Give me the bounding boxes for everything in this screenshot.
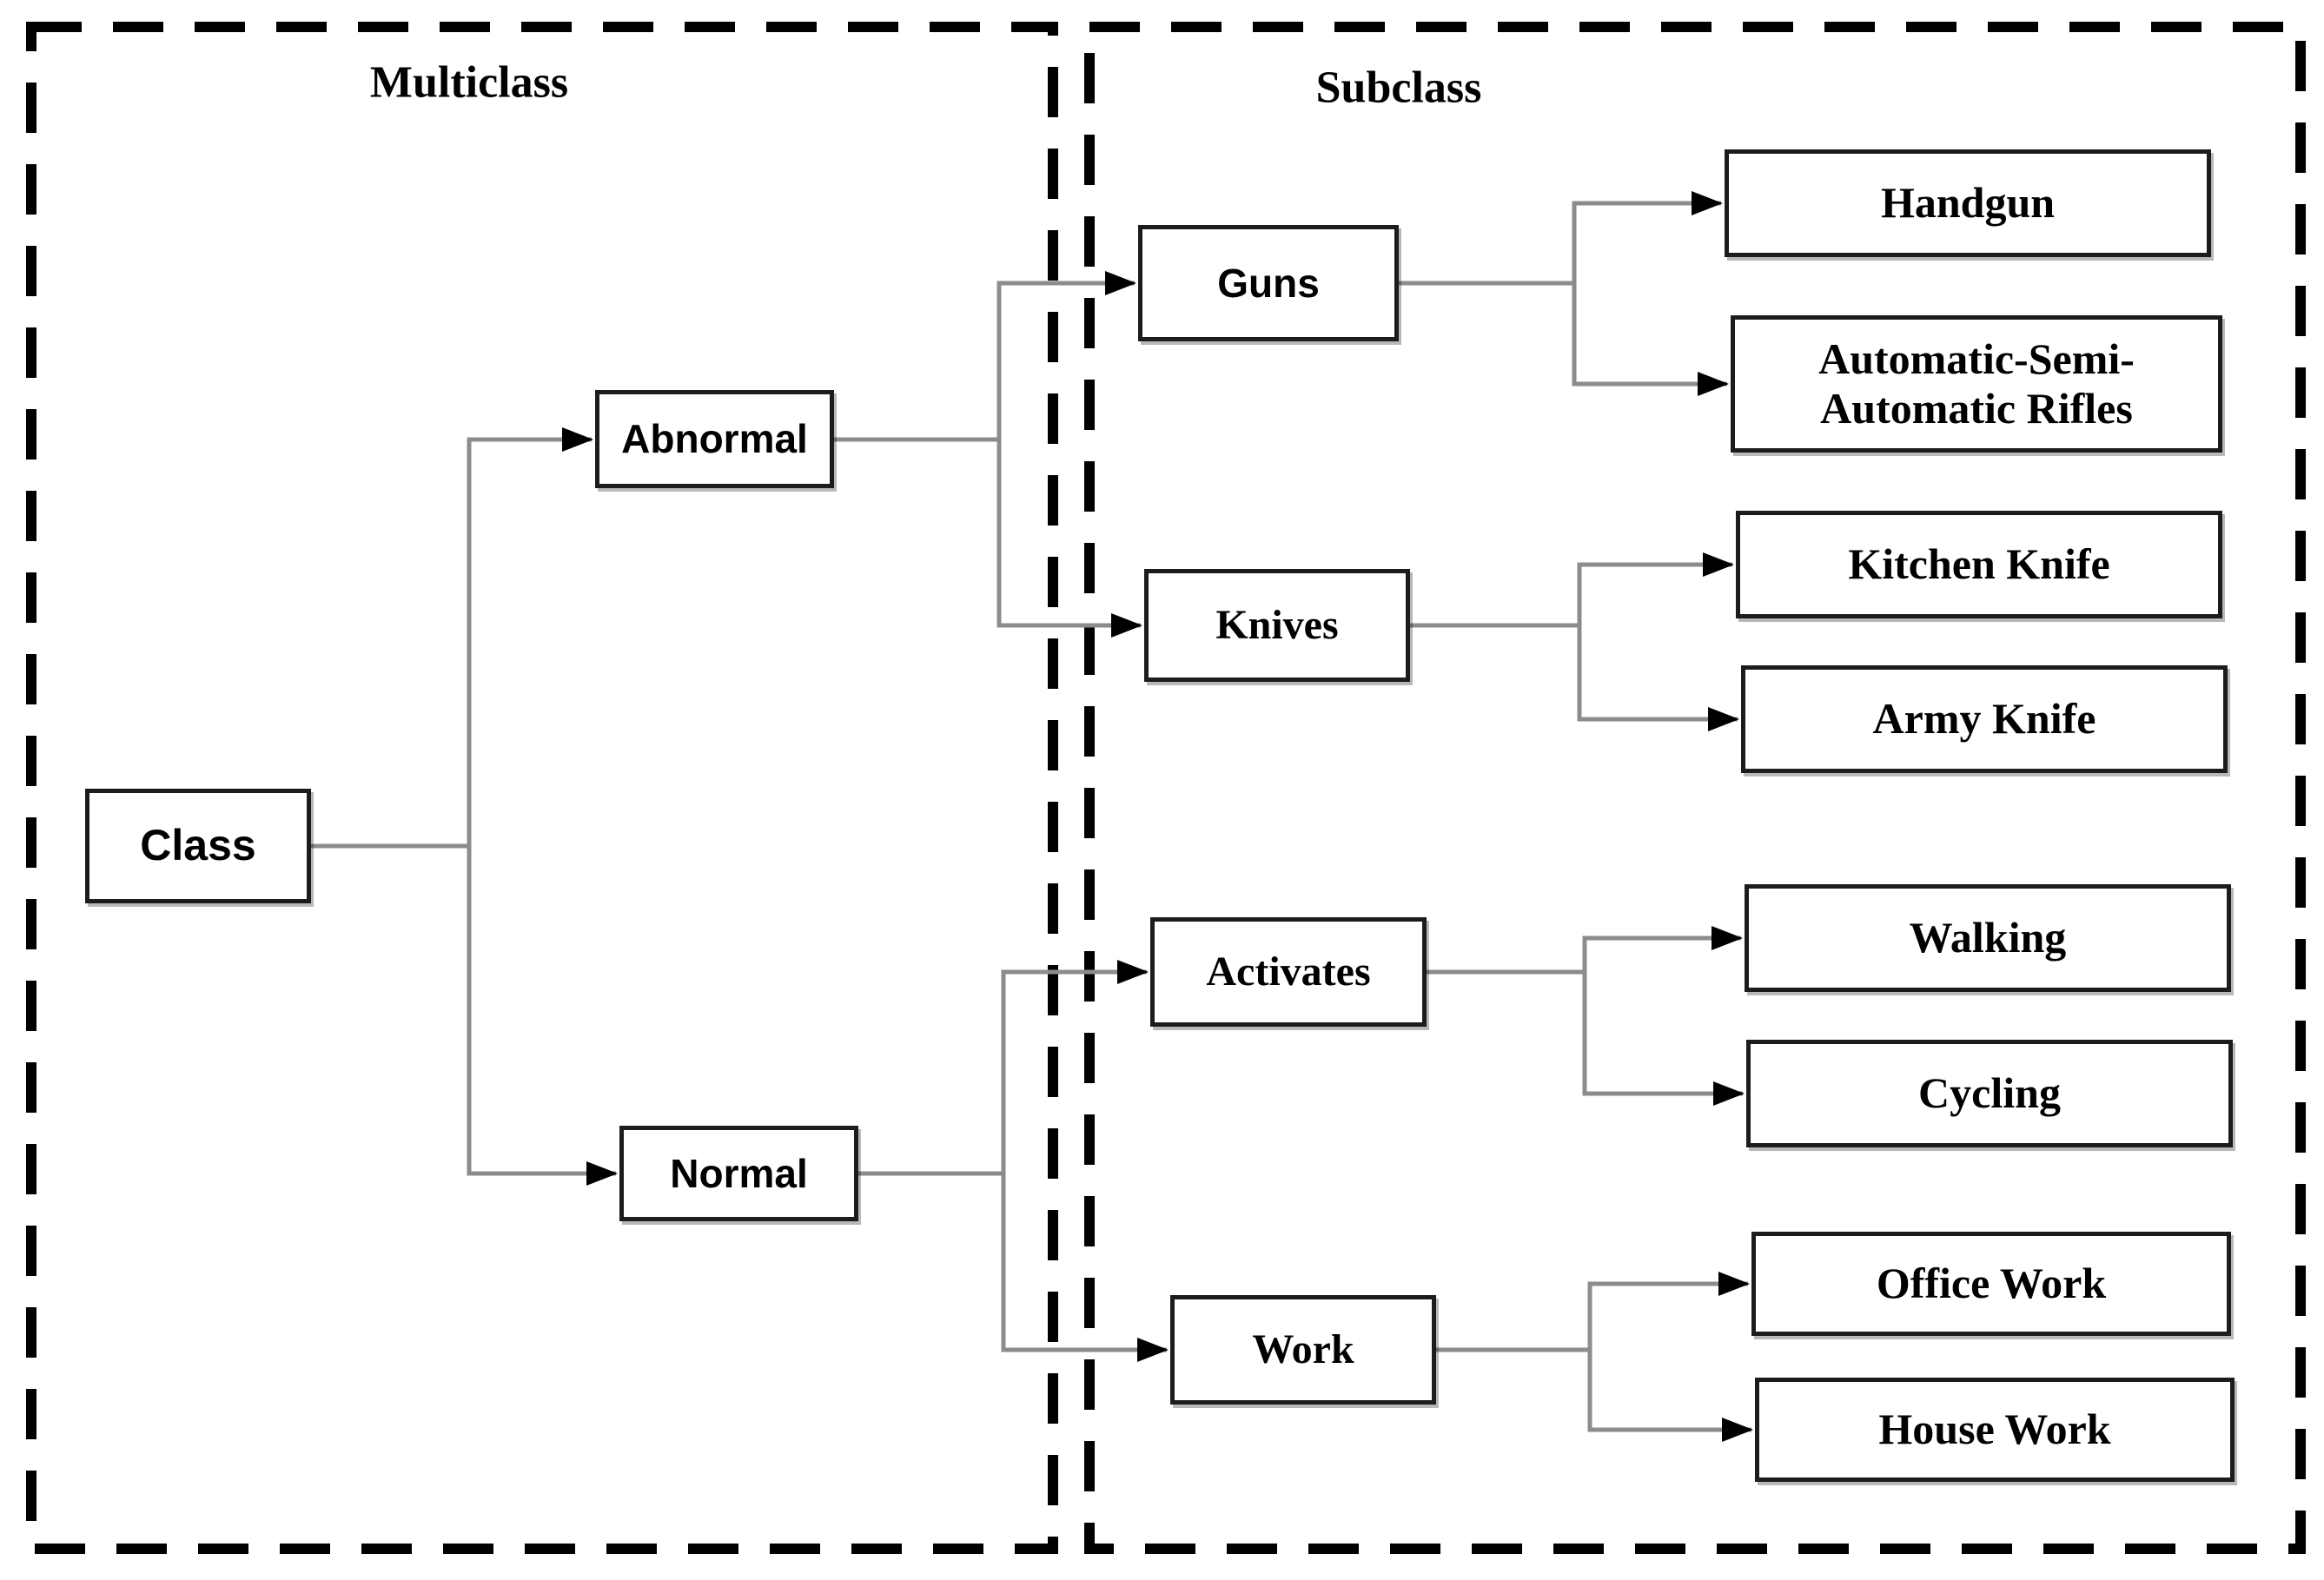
- edge-knives-kitchen-knife: [1410, 552, 1734, 628]
- edge-abnormal-guns: [834, 271, 1136, 442]
- subclass-panel-title: Subclass: [1315, 63, 1482, 113]
- node-normal: Normal: [619, 1126, 858, 1221]
- edge-class-abnormal: [311, 427, 593, 849]
- rifles-label: Automatic-Semi- Automatic Rifles: [1818, 334, 2135, 434]
- node-walking: Walking: [1745, 884, 2231, 992]
- node-office-work: Office Work: [1751, 1232, 2231, 1336]
- node-knives: Knives: [1144, 569, 1410, 682]
- node-work: Work: [1170, 1295, 1436, 1405]
- edge-guns-rifles: [1572, 283, 1729, 396]
- node-handgun: Handgun: [1725, 149, 2211, 257]
- rifles-label-line1: Automatic-Semi-: [1818, 334, 2135, 383]
- edge-knives-army-knife: [1577, 625, 1739, 731]
- node-abnormal: Abnormal: [595, 390, 834, 488]
- multiclass-panel-frame: [26, 22, 1058, 1554]
- node-automatic-semi-automatic-rifles: Automatic-Semi- Automatic Rifles: [1731, 315, 2222, 453]
- edge-normal-work: [1001, 1173, 1169, 1362]
- node-class: Class: [85, 789, 311, 903]
- rifles-label-line2: Automatic Rifles: [1820, 384, 2133, 433]
- edge-work-office-work: [1436, 1272, 1750, 1352]
- node-house-work: House Work: [1755, 1378, 2235, 1482]
- node-activates: Activates: [1150, 917, 1427, 1027]
- edge-work-house-work: [1587, 1350, 1753, 1442]
- node-cycling: Cycling: [1746, 1040, 2233, 1147]
- multiclass-panel-title: Multiclass: [369, 57, 569, 108]
- node-guns: Guns: [1138, 225, 1399, 341]
- edge-activates-walking: [1427, 926, 1743, 975]
- subclass-panel-frame: [1084, 22, 2306, 1554]
- edge-normal-activates: [858, 960, 1149, 1176]
- edge-guns-handgun: [1399, 191, 1723, 286]
- edge-abnormal-knives: [996, 440, 1142, 638]
- edge-class-normal: [467, 846, 618, 1186]
- node-army-knife: Army Knife: [1741, 665, 2228, 773]
- edge-activates-cycling: [1582, 972, 1745, 1106]
- node-kitchen-knife: Kitchen Knife: [1736, 511, 2222, 618]
